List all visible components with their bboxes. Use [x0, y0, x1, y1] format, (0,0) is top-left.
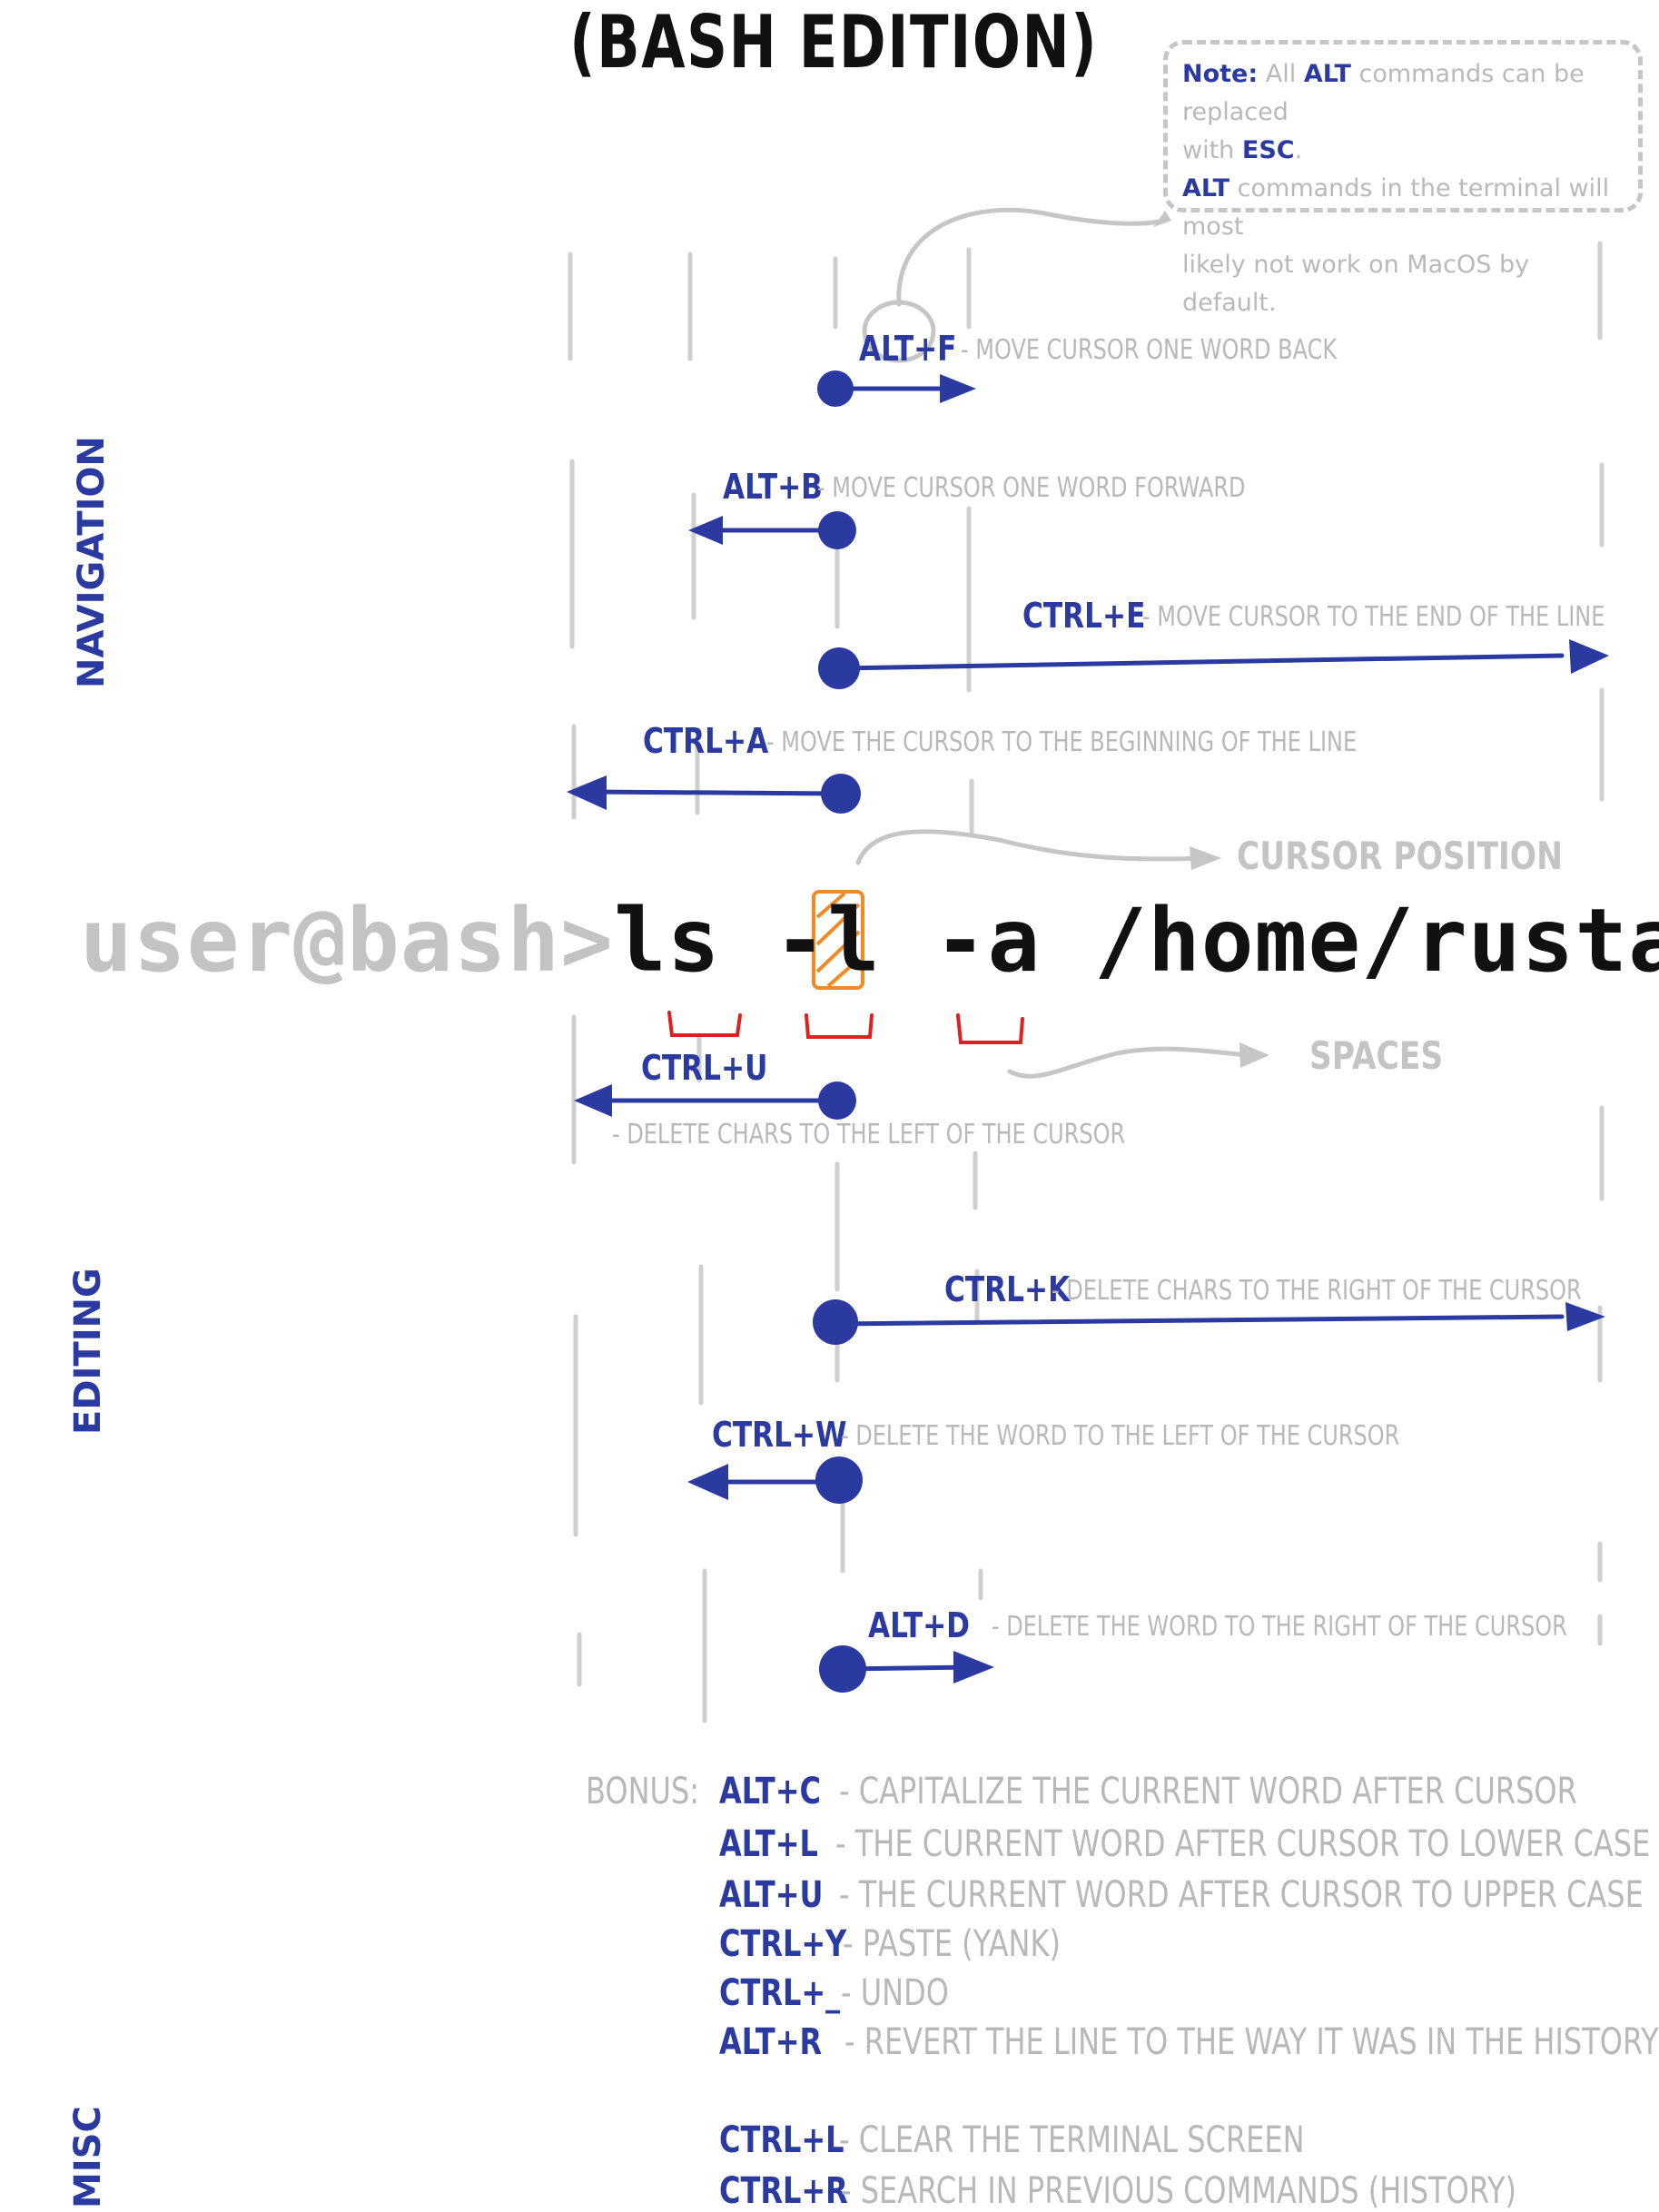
- section-navigation: NAVIGATION: [71, 436, 113, 688]
- bonus-key-alt-l: ALT+L: [719, 1823, 818, 1865]
- bonus-key-alt-c: ALT+C: [719, 1771, 821, 1812]
- shortcut-desc-alt-f: - MOVE CURSOR ONE WORD BACK: [961, 334, 1338, 366]
- bonus-key-alt-u: ALT+U: [719, 1874, 824, 1916]
- misc-desc-ctrl-r: - SEARCH IN PREVIOUS COMMANDS (HISTORY): [841, 2170, 1517, 2212]
- bonus-desc-ctrl-y: - PASTE (YANK): [843, 1923, 1061, 1965]
- bonus-key-alt-r: ALT+R: [719, 2021, 823, 2063]
- note-box: Note: All ALT commands can be replaced w…: [1163, 40, 1643, 317]
- note-line-3: ALT commands in the terminal will most: [1182, 174, 1610, 241]
- bonus-desc-alt-l: - THE CURRENT WORD AFTER CURSOR TO LOWER…: [835, 1823, 1651, 1865]
- shortcut-arrows: [588, 386, 1565, 1672]
- section-editing: EDITING: [67, 1268, 109, 1435]
- shortcut-desc-alt-d: - DELETE THE WORD TO THE RIGHT OF THE CU…: [992, 1611, 1567, 1643]
- page-title: (BASH EDITION): [569, 0, 1099, 84]
- shortcut-key-alt-d: ALT+D: [868, 1605, 971, 1645]
- shortcut-desc-alt-b: - MOVE CURSOR ONE WORD FORWARD: [817, 472, 1246, 504]
- shortcut-key-ctrl-k: CTRL+K: [944, 1269, 1071, 1309]
- bonus-key-ctrl-underscore: CTRL+_: [719, 1972, 841, 2014]
- bonus-desc-alt-c: - CAPITALIZE THE CURRENT WORD AFTER CURS…: [839, 1771, 1577, 1812]
- section-misc: MISC: [67, 2106, 109, 2208]
- shortcut-desc-ctrl-e: - MOVE CURSOR TO THE END OF THE LINE: [1142, 601, 1605, 633]
- cursor-block: [812, 890, 864, 990]
- shortcut-key-ctrl-u: CTRL+U: [641, 1048, 768, 1088]
- annotation-curves: [855, 207, 1251, 1079]
- guide-lines: [568, 241, 1605, 1723]
- note-line-2: with ESC.: [1182, 136, 1303, 164]
- misc-key-ctrl-r: CTRL+R: [719, 2170, 848, 2212]
- prompt: user@bash>: [80, 890, 614, 992]
- bonus-desc-alt-u: - THE CURRENT WORD AFTER CURSOR TO UPPER…: [839, 1874, 1644, 1916]
- shortcut-key-ctrl-e: CTRL+E: [1022, 596, 1146, 636]
- misc-desc-ctrl-l: - CLEAR THE TERMINAL SCREEN: [839, 2119, 1305, 2161]
- bonus-label: BONUS:: [586, 1771, 700, 1812]
- spaces-label: SPACES: [1309, 1033, 1444, 1078]
- shortcut-desc-ctrl-k: - DELETE CHARS TO THE RIGHT OF THE CURSO…: [1052, 1275, 1582, 1307]
- command-text: ls -l -a /home/rustam: [613, 890, 1659, 992]
- shortcut-key-ctrl-w: CTRL+W: [712, 1415, 847, 1455]
- shortcut-desc-ctrl-w: - DELETE THE WORD TO THE LEFT OF THE CUR…: [841, 1420, 1400, 1452]
- shortcut-key-ctrl-a: CTRL+A: [643, 721, 769, 761]
- shortcut-arrowheads: [567, 374, 1609, 1684]
- cursor-position-label: CURSOR POSITION: [1237, 834, 1563, 878]
- shortcut-desc-ctrl-a: - MOVE THE CURSOR TO THE BEGINNING OF TH…: [766, 726, 1358, 758]
- shortcut-key-alt-f: ALT+F: [859, 329, 957, 369]
- note-line-1: Note: All ALT commands can be replaced: [1182, 60, 1585, 126]
- shortcut-desc-ctrl-u: - DELETE CHARS TO THE LEFT OF THE CURSOR: [612, 1119, 1126, 1150]
- misc-key-ctrl-l: CTRL+L: [719, 2119, 844, 2161]
- bonus-desc-alt-r: - REVERT THE LINE TO THE WAY IT WAS IN T…: [844, 2021, 1659, 2063]
- note-label: Note:: [1182, 60, 1259, 88]
- bonus-key-ctrl-y: CTRL+Y: [719, 1923, 847, 1965]
- cursor-dots: [813, 370, 866, 1693]
- note-line-4: likely not work on MacOS by default.: [1182, 251, 1530, 317]
- space-markers: [667, 1011, 1024, 1044]
- command-line: user@bash>ls -l -a /home/rustam: [80, 890, 1659, 992]
- bonus-desc-ctrl-underscore: - UNDO: [841, 1972, 949, 2014]
- shortcut-key-alt-b: ALT+B: [723, 467, 823, 507]
- annotation-arrowheads: [1153, 211, 1269, 1068]
